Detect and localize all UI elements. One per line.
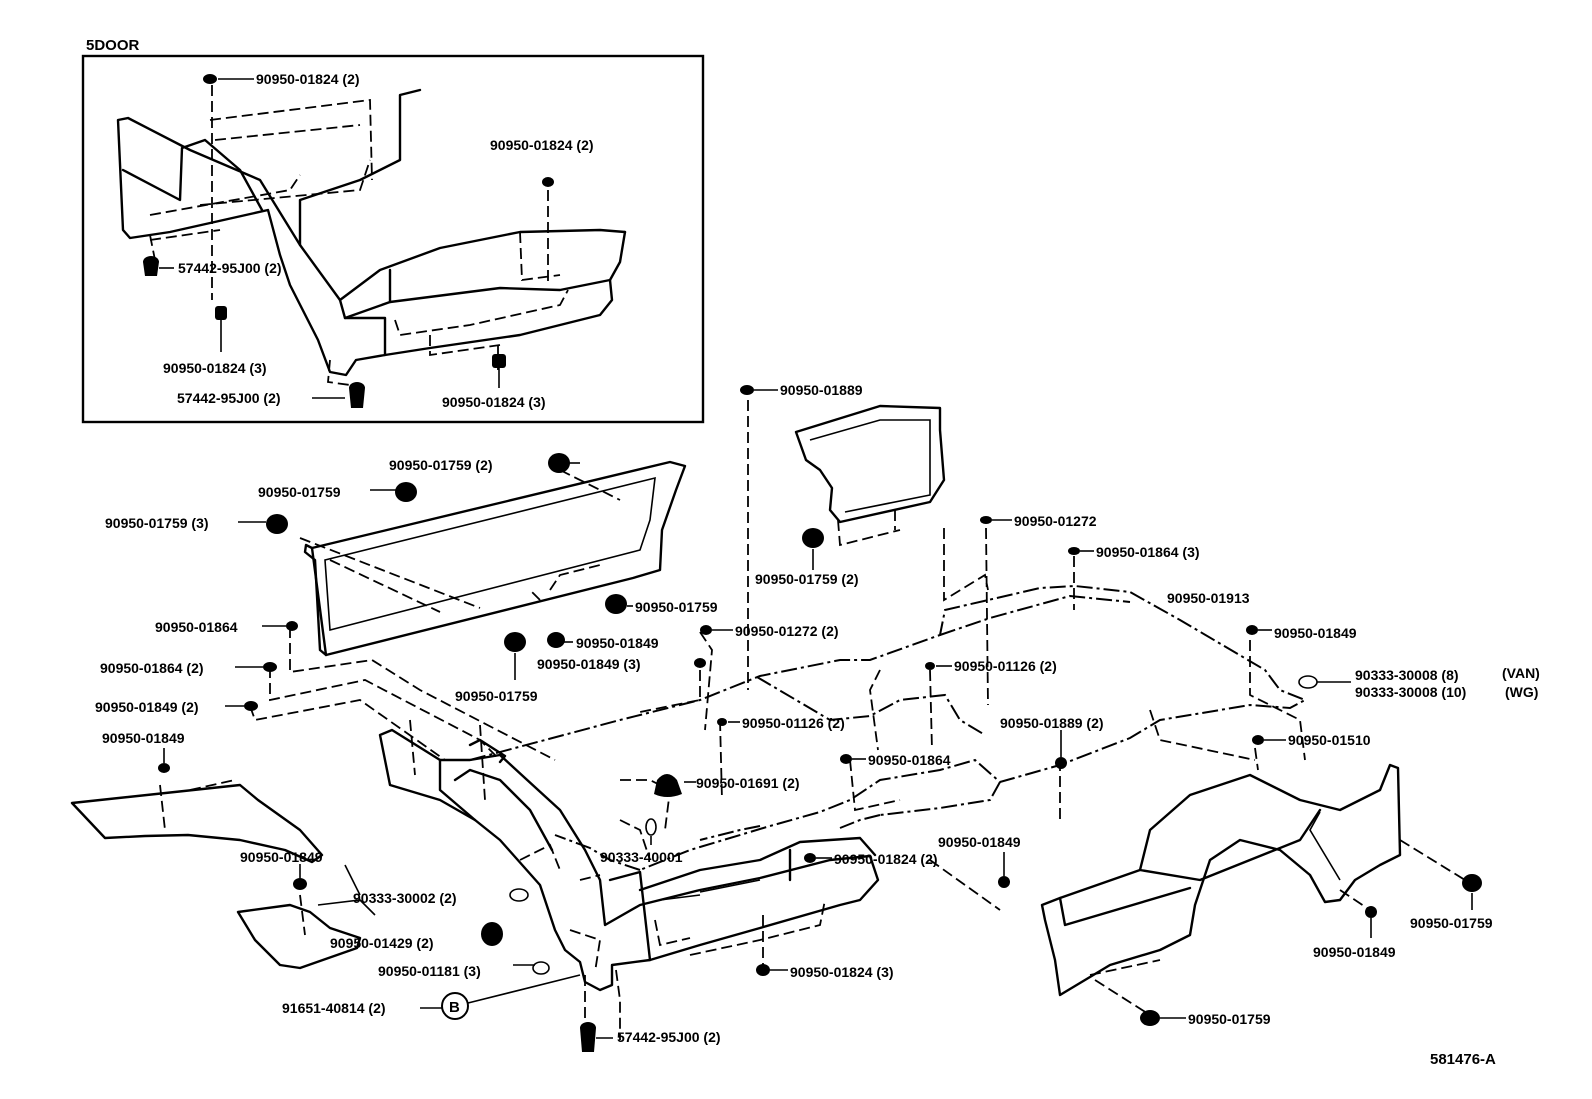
label-m29: 90950-01849 bbox=[938, 834, 1021, 850]
label-m32: 90950-01429 (2) bbox=[330, 935, 434, 951]
inset-label-2: 90950-01824 (2) bbox=[490, 137, 594, 153]
label-m18a: 90333-30008 (10) bbox=[1355, 684, 1466, 700]
label-m26: 90950-01691 (2) bbox=[696, 775, 800, 791]
inset-title: 5DOOR bbox=[86, 37, 140, 54]
label-m18b: (WG) bbox=[1505, 684, 1538, 700]
inset-label-5: 57442-95J00 (2) bbox=[177, 390, 281, 406]
label-m17b: (VAN) bbox=[1502, 665, 1540, 681]
left-floor-mats bbox=[70, 779, 376, 970]
label-m11: 90950-01849 bbox=[576, 635, 659, 651]
label-m30: 90950-01849 bbox=[240, 849, 323, 865]
label-m37: 91651-40814 (2) bbox=[282, 1000, 386, 1016]
inset-label-4: 90950-01824 (3) bbox=[163, 360, 267, 376]
label-m38: 57442-95J00 (2) bbox=[617, 1029, 721, 1045]
floor-board-outline bbox=[469, 584, 1308, 871]
right-wheelhouse-trim bbox=[1040, 763, 1466, 1016]
fastener-symbols bbox=[158, 385, 1482, 1052]
label-m28: 90950-01824 (2) bbox=[834, 851, 938, 867]
inset-label-1: 90950-01824 (2) bbox=[256, 71, 360, 87]
upper-side-trim-board bbox=[299, 460, 687, 657]
rear-lower-trim bbox=[378, 719, 880, 1040]
label-m16: 90950-01126 (2) bbox=[954, 658, 1057, 674]
label-m36: 90950-01849 bbox=[1313, 944, 1396, 960]
label-m7: 90950-01759 (2) bbox=[755, 571, 859, 587]
inset-trim-panel bbox=[116, 85, 627, 386]
callout-b-letter: B bbox=[449, 999, 460, 1016]
label-m13: 90950-01849 bbox=[1274, 625, 1357, 641]
inset-label-3: 57442-95J00 (2) bbox=[178, 260, 282, 276]
label-m6: 90950-01864 (3) bbox=[1096, 544, 1200, 560]
label-m2: 90950-01759 (2) bbox=[389, 457, 493, 473]
label-m12: 90950-01272 (2) bbox=[735, 623, 839, 639]
label-m27: 90333-40001 bbox=[600, 849, 683, 865]
label-leader-lines bbox=[163, 389, 1473, 1039]
label-m34: 90950-01824 (3) bbox=[790, 964, 894, 980]
label-m21: 90950-01126 (2) bbox=[742, 715, 845, 731]
label-m1: 90950-01889 bbox=[780, 382, 863, 398]
fastener-leaders bbox=[249, 400, 1306, 911]
label-m31: 90333-30002 (2) bbox=[353, 890, 457, 906]
label-m19: 90950-01849 (2) bbox=[95, 699, 199, 715]
label-m4: 90950-01759 (3) bbox=[105, 515, 209, 531]
label-m5: 90950-01272 bbox=[1014, 513, 1097, 529]
diagram-id: 581476-A bbox=[1430, 1051, 1496, 1068]
label-m8: 90950-01913 bbox=[1167, 590, 1250, 606]
label-m23: 90950-01849 bbox=[102, 730, 185, 746]
label-m17a: 90333-30008 (8) bbox=[1355, 667, 1459, 683]
label-m24: 90950-01864 bbox=[868, 752, 951, 768]
label-m20: 90950-01759 bbox=[455, 688, 538, 704]
label-m35: 90950-01759 bbox=[1410, 915, 1493, 931]
label-m22: 90950-01889 (2) bbox=[1000, 715, 1104, 731]
part-labels: 90950-01889 90950-01759 (2) 90950-01759 … bbox=[95, 382, 1540, 1068]
inset-label-6: 90950-01824 (3) bbox=[442, 394, 546, 410]
label-m25: 90950-01510 bbox=[1288, 732, 1371, 748]
label-m3: 90950-01759 bbox=[258, 484, 341, 500]
label-m10: 90950-01864 bbox=[155, 619, 238, 635]
inset-frame bbox=[81, 54, 705, 424]
label-m9: 90950-01759 bbox=[635, 599, 718, 615]
label-m15: 90950-01864 (2) bbox=[100, 660, 204, 676]
label-m14: 90950-01849 (3) bbox=[537, 656, 641, 672]
upper-quarter-trim bbox=[794, 404, 946, 547]
label-m39: 90950-01759 bbox=[1188, 1011, 1271, 1027]
inset-fasteners bbox=[143, 74, 554, 408]
inset-5door: 5DOOR bbox=[81, 37, 705, 424]
label-m33: 90950-01181 (3) bbox=[378, 963, 481, 979]
main-drawing bbox=[70, 385, 1482, 1052]
